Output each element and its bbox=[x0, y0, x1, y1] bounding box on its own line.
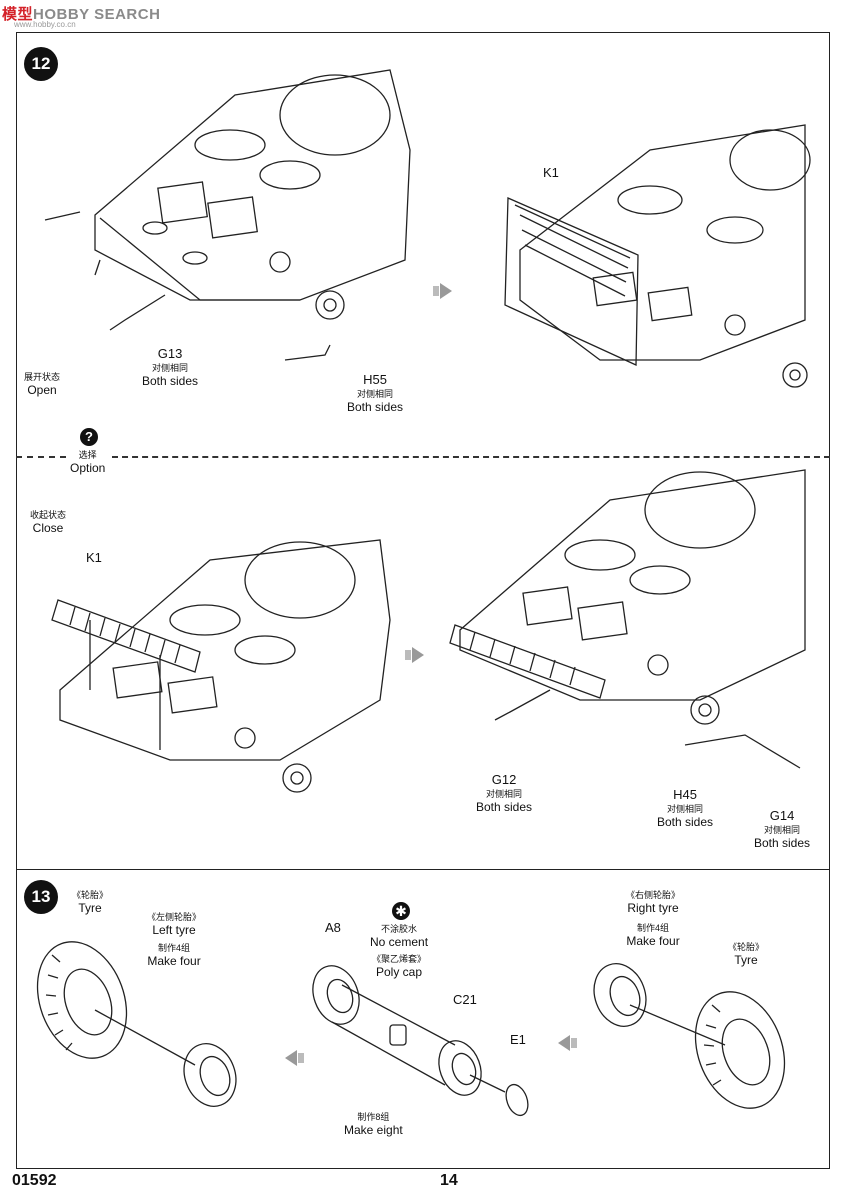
part-k1-bottom-label: K1 bbox=[86, 550, 102, 565]
part-h55-code: H55 bbox=[363, 372, 387, 387]
part-g14-callout: G14 对侧相同 Both sides bbox=[754, 808, 810, 850]
part-g13-callout: G13 对侧相同 Both sides bbox=[142, 346, 198, 388]
part-g13-code: G13 bbox=[157, 346, 183, 361]
part-g14-en: Both sides bbox=[754, 836, 811, 850]
right-tyre-make-en: Make four bbox=[626, 934, 680, 948]
part-h45-cn: 对侧相同 bbox=[667, 804, 704, 814]
option-divider-right bbox=[112, 456, 830, 458]
hub-assembly-drawing bbox=[312, 965, 529, 1117]
step-separator bbox=[16, 869, 830, 870]
watermark-site: www.hobby.co.cn bbox=[14, 20, 76, 29]
watermark-brand-gray: SEARCH bbox=[94, 6, 161, 23]
step-12-badge: 12 bbox=[24, 47, 58, 81]
close-state-en: Close bbox=[32, 521, 64, 535]
left-tyre-make-cn: 制作4组 bbox=[158, 943, 191, 953]
tyre-left-cn: 《轮胎》 bbox=[72, 890, 109, 900]
part-k1-top-label: K1 bbox=[543, 165, 559, 180]
tyre-right-en: Tyre bbox=[734, 953, 758, 967]
make-eight-cn: 制作8组 bbox=[357, 1112, 390, 1122]
make-eight-en: Make eight bbox=[344, 1123, 403, 1137]
hull-drawing-close-before bbox=[51, 539, 391, 793]
right-tyre-make-cn: 制作4组 bbox=[637, 923, 670, 933]
close-state-cn: 收起状态 bbox=[30, 510, 67, 520]
part-g12-en: Both sides bbox=[476, 800, 533, 814]
open-state-en: Open bbox=[27, 383, 57, 397]
right-tyre-cn: 《右侧轮胎》 bbox=[626, 890, 681, 900]
part-c21-label: C21 bbox=[453, 992, 477, 1007]
product-code: 01592 bbox=[12, 1172, 57, 1189]
part-e1-label: E1 bbox=[510, 1032, 526, 1047]
no-cement-cn: 不涂胶水 bbox=[381, 924, 418, 934]
option-divider-left bbox=[16, 456, 66, 458]
step-arrow-left-2 bbox=[558, 1035, 577, 1051]
no-cement-en: No cement bbox=[370, 935, 429, 949]
part-g13-en: Both sides bbox=[142, 374, 199, 388]
left-tyre-cn: 《左侧轮胎》 bbox=[147, 912, 202, 922]
part-a8-label: A8 bbox=[325, 920, 341, 935]
tyre-left-label: 《轮胎》 Tyre bbox=[72, 888, 108, 915]
poly-cap-cn: 《聚乙烯套》 bbox=[372, 954, 427, 964]
part-g12-callout: G12 对侧相同 Both sides bbox=[476, 772, 532, 814]
hull-drawing-close-after bbox=[449, 469, 806, 769]
tyre-left-en: Tyre bbox=[78, 901, 102, 915]
poly-cap-en: Poly cap bbox=[375, 965, 423, 979]
no-cement-icon: ✱ bbox=[392, 902, 410, 920]
part-h55-en: Both sides bbox=[347, 400, 404, 414]
part-h45-callout: H45 对侧相同 Both sides bbox=[657, 787, 713, 829]
right-tyre-en: Right tyre bbox=[627, 901, 679, 915]
step-13-badge: 13 bbox=[24, 880, 58, 914]
option-en: Option bbox=[70, 461, 106, 475]
part-g14-cn: 对侧相同 bbox=[764, 825, 801, 835]
poly-cap-label: 《聚乙烯套》 Poly cap bbox=[372, 952, 426, 979]
step-arrow-left-1 bbox=[285, 1050, 304, 1066]
open-state-cn: 展开状态 bbox=[24, 372, 61, 382]
close-state-label: 收起状态 Close bbox=[30, 508, 66, 535]
watermark-logo: 模型HOBBY SEARCH bbox=[2, 3, 160, 24]
watermark-brand-prefix: HOBBY bbox=[33, 6, 90, 23]
watermark-brand-red: 模型 bbox=[2, 6, 34, 23]
hull-drawing-open-after bbox=[504, 124, 811, 388]
page-number: 14 bbox=[440, 1172, 458, 1189]
part-g12-cn: 对侧相同 bbox=[486, 789, 523, 799]
tyre-right-cn: 《轮胎》 bbox=[728, 942, 765, 952]
option-label: 选择 Option bbox=[70, 448, 105, 475]
left-tyre-en: Left tyre bbox=[152, 923, 196, 937]
part-h55-cn: 对侧相同 bbox=[357, 389, 394, 399]
part-h45-en: Both sides bbox=[657, 815, 714, 829]
part-h45-code: H45 bbox=[673, 787, 697, 802]
make-eight-label: 制作8组 Make eight bbox=[344, 1110, 403, 1137]
step-arrow-right-top bbox=[433, 283, 452, 299]
step-arrow-right-bottom bbox=[405, 647, 424, 663]
option-cn: 选择 bbox=[78, 450, 97, 460]
tyre-right-label: 《轮胎》 Tyre bbox=[728, 940, 764, 967]
part-h55-callout: H55 对侧相同 Both sides bbox=[347, 372, 403, 414]
left-tyre-drawing bbox=[36, 941, 237, 1107]
open-state-label: 展开状态 Open bbox=[24, 370, 60, 397]
right-tyre-label: 《右侧轮胎》 Right tyre 制作4组 Make four bbox=[626, 888, 680, 948]
question-icon: ? bbox=[80, 428, 98, 446]
left-tyre-label: 《左侧轮胎》 Left tyre 制作4组 Make four bbox=[147, 910, 201, 968]
part-g14-code: G14 bbox=[769, 808, 795, 823]
no-cement-label: 不涂胶水 No cement bbox=[370, 922, 428, 949]
part-g12-code: G12 bbox=[491, 772, 517, 787]
hull-drawing-open-before bbox=[44, 69, 411, 361]
instruction-frame bbox=[16, 32, 830, 1169]
right-tyre-drawing bbox=[593, 963, 786, 1109]
part-g13-cn: 对侧相同 bbox=[152, 363, 189, 373]
left-tyre-make-en: Make four bbox=[147, 954, 201, 968]
